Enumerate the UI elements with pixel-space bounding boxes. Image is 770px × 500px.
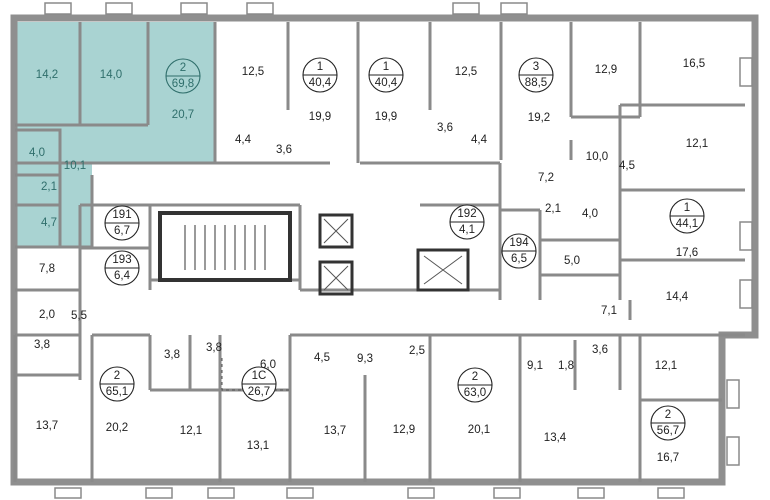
- room-area-label: 9,1: [527, 360, 543, 372]
- room-area-label: 5,0: [564, 255, 580, 267]
- apartment-badge[interactable]: 140,4: [368, 57, 404, 93]
- room-area-label: 6,0: [260, 359, 276, 371]
- storage-badge-top: 191: [112, 209, 131, 221]
- storage-badge-top: 194: [509, 237, 529, 249]
- apartment-badge-top: 2: [665, 409, 671, 421]
- room-area-label: 19,9: [375, 111, 397, 123]
- storage-badge-area: 4,1: [459, 224, 475, 236]
- room-area-label: 4,7: [41, 217, 57, 229]
- windows: [44, 2, 753, 499]
- apartment-badge[interactable]: 269,8: [165, 58, 201, 94]
- apartment-badge-area: 40,4: [375, 77, 398, 89]
- apartment-badge-top: 2: [114, 370, 120, 382]
- apartment-badge-top: 2: [180, 62, 186, 74]
- apartment-badge-area: 44,1: [676, 218, 698, 230]
- room-area-label: 3,6: [437, 122, 453, 134]
- dashed-boundary: [221, 358, 290, 391]
- elevator-icon: [318, 213, 470, 296]
- room-area-label: 12,1: [686, 138, 708, 150]
- room-area-label: 2,5: [409, 345, 425, 357]
- selected-apartment-area[interactable]: [15, 22, 215, 247]
- storage-badge-area: 6,4: [114, 270, 131, 282]
- room-area-label: 19,2: [528, 112, 550, 124]
- room-area-label: 19,9: [309, 111, 331, 123]
- room-area-label: 16,7: [657, 452, 679, 464]
- room-area-label: 5,5: [71, 310, 87, 322]
- room-area-label: 4,4: [471, 134, 488, 146]
- room-area-label: 20,1: [468, 424, 490, 436]
- apartment-badge[interactable]: 263,0: [457, 367, 493, 403]
- room-area-label: 12,1: [180, 425, 202, 437]
- apartment-badge[interactable]: 144,1: [669, 198, 705, 234]
- apartment-badge-top: 1: [317, 61, 323, 73]
- room-area-label: 10,0: [586, 151, 608, 163]
- room-area-label: 20,2: [106, 422, 128, 434]
- room-area-label: 7,8: [39, 263, 55, 275]
- room-area-label: 3,8: [206, 342, 222, 354]
- apartment-badge[interactable]: 265,1: [99, 366, 135, 402]
- apartment-badge-top: 1С: [252, 370, 267, 382]
- storage-badge-top: 192: [457, 208, 476, 220]
- room-area-label: 7,2: [538, 172, 554, 184]
- room-area-label: 17,6: [676, 247, 698, 259]
- apartment-badge-top: 1: [383, 61, 389, 73]
- room-area-label: 4,5: [314, 352, 330, 364]
- room-area-label: 2,0: [39, 309, 55, 321]
- storage-badge-area: 6,5: [511, 253, 527, 265]
- apartment-badge-area: 88,5: [525, 77, 547, 89]
- room-area-label: 1,8: [558, 360, 574, 372]
- room-area-label: 2,1: [41, 181, 57, 193]
- room-area-label: 12,5: [242, 66, 264, 78]
- room-area-label: 7,1: [601, 305, 617, 317]
- apartment-badge-area: 26,7: [248, 386, 270, 398]
- room-area-label: 12,1: [655, 360, 677, 372]
- room-area-label: 12,9: [393, 424, 415, 436]
- room-area-label: 16,5: [683, 58, 705, 70]
- room-area-label: 9,3: [357, 353, 373, 365]
- room-area-label: 4,4: [235, 134, 252, 146]
- apartment-badge-top: 1: [684, 202, 690, 214]
- room-area-label: 12,5: [455, 66, 477, 78]
- room-area-label: 2,1: [545, 203, 561, 215]
- apartment-badge-area: 69,8: [172, 78, 194, 90]
- apartment-badge-area: 65,1: [106, 386, 128, 398]
- apartment-badge-top: 3: [533, 61, 539, 73]
- room-area-label: 13,7: [324, 425, 346, 437]
- room-area-label: 14,0: [100, 69, 122, 81]
- room-area-label: 3,8: [164, 349, 180, 361]
- apartment-badge-area: 40,4: [309, 77, 332, 89]
- apartment-badge[interactable]: 140,4: [302, 57, 338, 93]
- room-area-label: 14,2: [36, 69, 58, 81]
- room-area-label: 3,6: [276, 144, 292, 156]
- room-area-label: 12,9: [595, 64, 617, 76]
- room-area-label: 4,0: [29, 147, 45, 159]
- apartment-badge-area: 56,7: [657, 425, 679, 437]
- room-area-label: 13,7: [36, 420, 58, 432]
- room-area-label: 20,7: [172, 109, 194, 121]
- storage-badge-area: 6,7: [114, 225, 130, 237]
- room-area-label: 4,5: [619, 160, 635, 172]
- room-area-label: 4,0: [582, 208, 598, 220]
- apartment-badge[interactable]: 1С 26,7: [241, 366, 277, 402]
- apartment-badge[interactable]: 388,5: [518, 57, 554, 93]
- room-area-label: 14,4: [666, 291, 689, 303]
- room-area-label: 10,1: [64, 160, 86, 172]
- room-area-label: 3,8: [34, 339, 50, 351]
- apartment-badge-area: 63,0: [464, 387, 486, 399]
- apartment-badge-top: 2: [472, 371, 478, 383]
- storage-badge-top: 193: [112, 254, 131, 266]
- stairwell: [158, 211, 292, 282]
- room-area-label: 13,1: [247, 440, 269, 452]
- room-area-label: 3,6: [592, 344, 608, 356]
- room-area-label: 13,4: [544, 432, 567, 444]
- apartment-badge[interactable]: 256,7: [650, 405, 686, 441]
